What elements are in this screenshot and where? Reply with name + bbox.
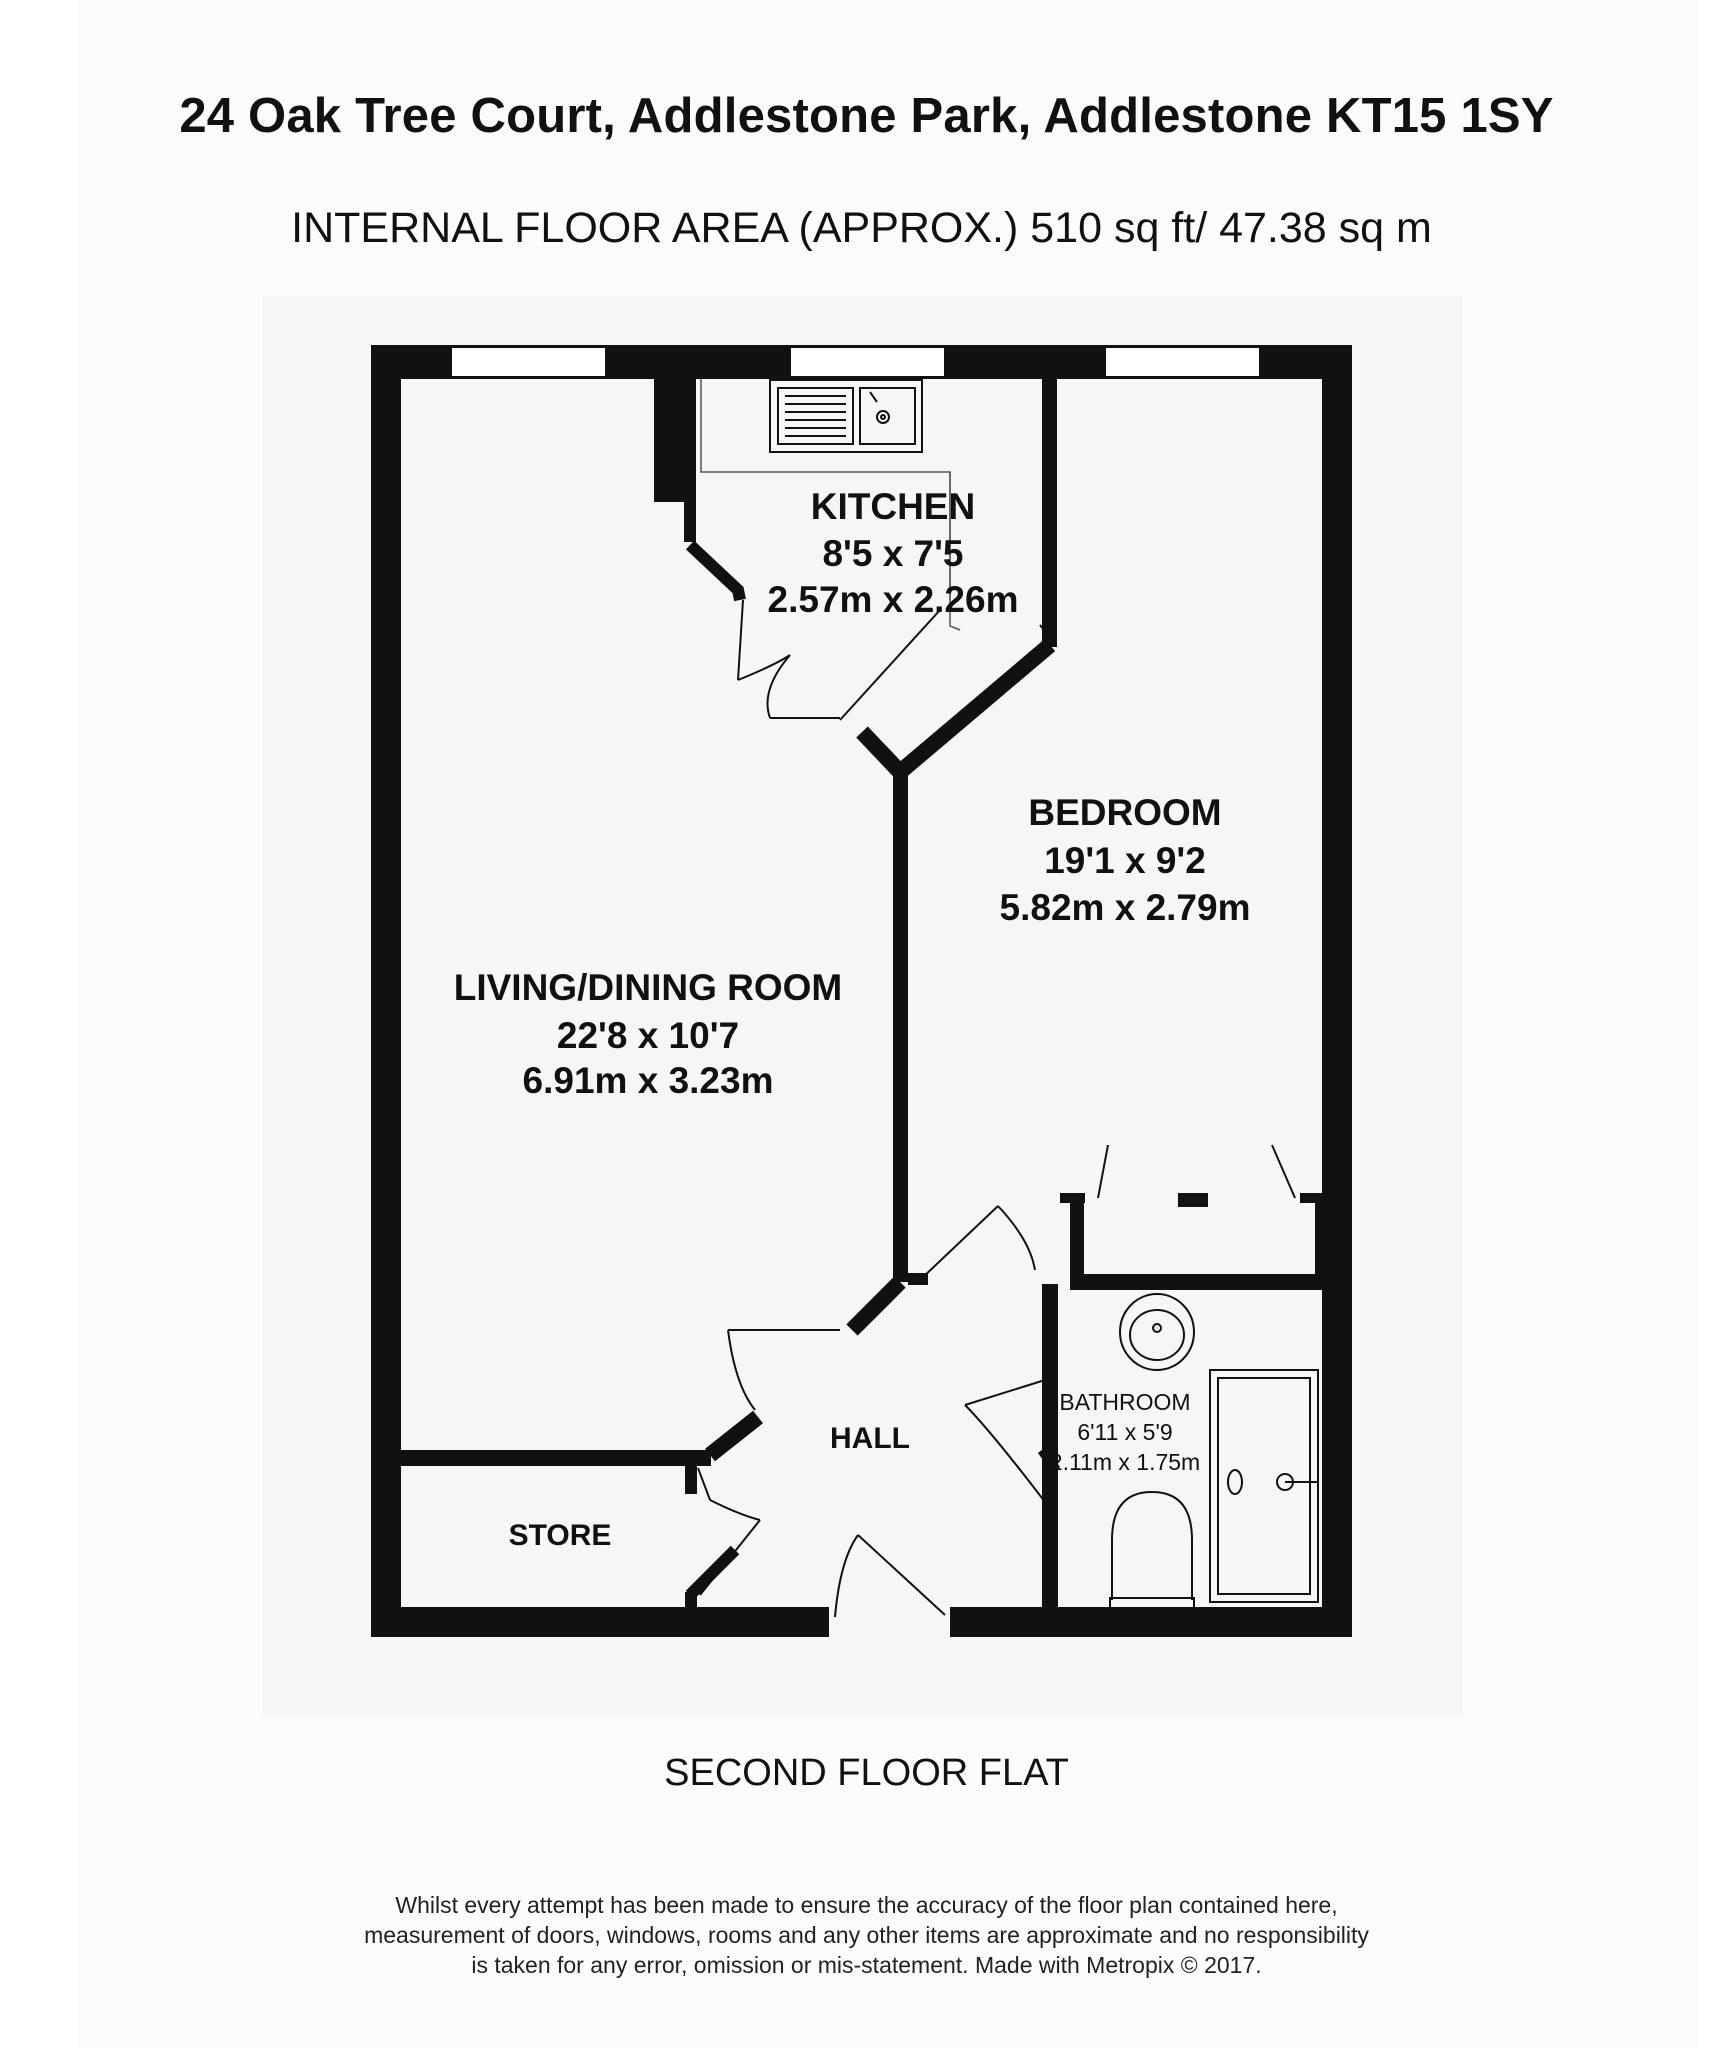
kitchen-sink: [769, 379, 923, 453]
living-imperial: 22'8 x 10'7: [557, 1015, 739, 1056]
disclaimer-line: Whilst every attempt has been made to en…: [395, 1892, 1338, 1918]
floor-label: SECOND FLOOR FLAT: [664, 1752, 1069, 1794]
kitchen-imperial: 8'5 x 7'5: [822, 533, 963, 574]
disclaimer: Whilst every attempt has been made to en…: [0, 1890, 1733, 1980]
windows: [450, 346, 1261, 378]
disclaimer-line: is taken for any error, omission or mis-…: [471, 1952, 1262, 1978]
store-label: STORE: [509, 1519, 612, 1552]
hall-label: HALL: [830, 1422, 910, 1455]
interior-walls: [371, 377, 1330, 1614]
kitchen-label: KITCHEN 8'5 x 7'5 2.57m x 2.26m: [768, 486, 1019, 620]
bathroom-imperial: 6'11 x 5'9: [1077, 1419, 1172, 1445]
bathroom-metric: 2.11m x 1.75m: [1050, 1449, 1200, 1475]
door-swings: [697, 599, 1296, 1618]
kitchen-metric: 2.57m x 2.26m: [768, 579, 1019, 620]
plan-area: [262, 296, 1462, 1716]
living-name: LIVING/DINING ROOM: [454, 967, 843, 1008]
bedroom-name: BEDROOM: [1028, 792, 1221, 833]
outer-walls: [371, 345, 1352, 1637]
bedroom-imperial: 19'1 x 9'2: [1044, 840, 1206, 881]
shower: [1209, 1369, 1319, 1603]
bathroom-label: BATHROOM 6'11 x 5'9 2.11m x 1.75m: [1050, 1389, 1200, 1475]
floor-area: INTERNAL FLOOR AREA (APPROX.) 510 sq ft/…: [291, 204, 1432, 252]
kitchen-name: KITCHEN: [811, 486, 975, 527]
living-label: LIVING/DINING ROOM 22'8 x 10'7 6.91m x 3…: [454, 967, 843, 1101]
living-metric: 6.91m x 3.23m: [523, 1060, 774, 1101]
basin: [1119, 1293, 1195, 1371]
property-address: 24 Oak Tree Court, Addlestone Park, Addl…: [179, 89, 1554, 143]
bedroom-label: BEDROOM 19'1 x 9'2 5.82m x 2.79m: [1000, 792, 1251, 928]
bedroom-metric: 5.82m x 2.79m: [1000, 887, 1251, 928]
bathroom-name: BATHROOM: [1059, 1389, 1190, 1415]
toilet: [1109, 1490, 1195, 1609]
disclaimer-line: measurement of doors, windows, rooms and…: [364, 1922, 1369, 1948]
